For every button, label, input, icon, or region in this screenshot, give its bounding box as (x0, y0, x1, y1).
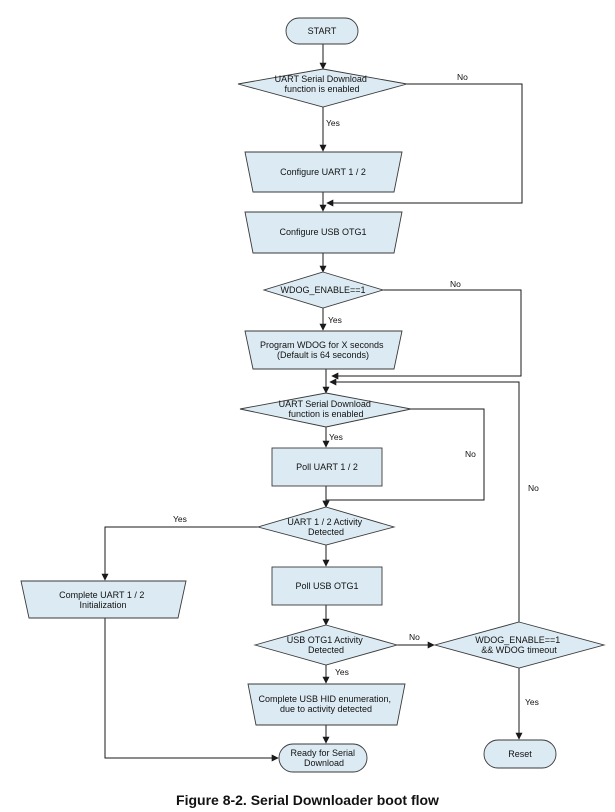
edge-label-yes-uart-enabled-2: Yes (329, 432, 343, 442)
svg-text:Complete UART 1 / 2 Init: Complete UART 1 / 2 Initialization (59, 590, 147, 610)
node-complete-uart-line-2: Initialization (79, 600, 126, 610)
connectors (101, 44, 523, 762)
node-wdog-timeout-line-1: WDOG_ENABLE==1 (475, 635, 560, 645)
node-uart-enabled-1: UART Serial Download function is enabled (237, 68, 408, 108)
node-complete-uart: Complete UART 1 / 2 Initialization (20, 580, 187, 619)
node-program-wdog-line-2: (Default is 64 seconds) (277, 350, 369, 360)
node-poll-uart: Poll UART 1 / 2 (271, 447, 383, 487)
svg-text:USB OTG1 Activity Detect: USB OTG1 Activity Detected (287, 635, 366, 655)
node-usb-activity-line-2: Detected (308, 645, 344, 655)
edge-uart-enabled-1-no (326, 83, 523, 207)
edge-uart-activity-yes (101, 526, 258, 581)
node-ready: Ready for Serial Download (278, 743, 368, 773)
node-uart-enabled-2: UART Serial Download function is enabled (239, 392, 412, 428)
node-uart-enabled-1-line-1: UART Serial Download (275, 74, 367, 84)
node-configure-uart: Configure UART 1 / 2 (244, 151, 403, 193)
node-wdog-enable-label: WDOG_ENABLE==1 (280, 285, 365, 295)
node-start: START (285, 17, 359, 45)
svg-text:Program WDOG for X seconds: Program WDOG for X seconds (Default is 6… (260, 340, 386, 360)
node-ready-line-2: Download (304, 758, 344, 768)
node-usb-activity-line-1: USB OTG1 Activity (287, 635, 364, 645)
edge-labels: No Yes No Yes Yes No No Yes No Yes Yes (173, 72, 539, 707)
edge-label-yes-uart-enabled-1: Yes (326, 118, 340, 128)
svg-text:UART Serial Download fun: UART Serial Download function is enabled (279, 399, 374, 419)
node-complete-uart-line-1: Complete UART 1 / 2 (59, 590, 144, 600)
node-uart-activity: UART 1 / 2 Activity Detected (256, 506, 396, 546)
svg-text:UART 1 / 2 Activity Dete: UART 1 / 2 Activity Detected (287, 517, 364, 537)
node-wdog-timeout-line-2: && WDOG timeout (481, 645, 557, 655)
node-complete-usb: Complete USB HID enumeration, due to act… (247, 683, 406, 726)
edge-label-no-wdog-enable: No (450, 279, 461, 289)
node-reset: Reset (483, 739, 557, 769)
node-reset-label: Reset (508, 749, 532, 759)
edge-label-no-usb-activity: No (409, 632, 420, 642)
edge-label-yes-wdog-timeout: Yes (525, 697, 539, 707)
edge-label-no-uart-enabled-1: No (457, 72, 468, 82)
edge-complete-uart-to-ready (104, 618, 279, 762)
node-uart-enabled-2-line-2: function is enabled (288, 409, 363, 419)
node-wdog-timeout: WDOG_ENABLE==1 && WDOG timeout (433, 621, 606, 669)
node-uart-enabled-2-line-1: UART Serial Download (279, 399, 371, 409)
node-uart-activity-line-2: Detected (308, 527, 344, 537)
node-usb-activity: USB OTG1 Activity Detected (253, 624, 399, 666)
node-complete-usb-line-2: due to activity detected (280, 704, 372, 714)
edge-wdog-timeout-no (329, 378, 520, 622)
node-configure-usb-label: Configure USB OTG1 (279, 227, 366, 237)
node-poll-uart-label: Poll UART 1 / 2 (296, 462, 358, 472)
node-poll-usb-label: Poll USB OTG1 (295, 581, 358, 591)
node-program-wdog: Program WDOG for X seconds (Default is 6… (244, 330, 403, 370)
edge-label-yes-uart-activity: Yes (173, 514, 187, 524)
edge-label-no-uart-enabled-2: No (465, 449, 476, 459)
node-configure-usb: Configure USB OTG1 (244, 211, 403, 254)
svg-text:WDOG_ENABLE==1 && WDOG t: WDOG_ENABLE==1 && WDOG timeout (475, 635, 563, 655)
node-uart-enabled-1-line-2: function is enabled (284, 84, 359, 94)
svg-text:Complete USB HID enumeration,: Complete USB HID enumeration, due to act… (258, 694, 393, 714)
edge-wdog-enable-no (331, 289, 522, 380)
edge-label-no-wdog-timeout-loop: No (528, 483, 539, 493)
node-start-label: START (308, 26, 337, 36)
svg-text:UART Serial Download fun: UART Serial Download function is enabled (275, 74, 370, 94)
svg-text:Ready for Serial Downloa: Ready for Serial Download (290, 748, 357, 768)
figure-caption: Figure 8-2. Serial Downloader boot flow (176, 792, 439, 808)
node-wdog-enable: WDOG_ENABLE==1 (262, 271, 385, 309)
node-program-wdog-line-1: Program WDOG for X seconds (260, 340, 384, 350)
node-complete-usb-line-1: Complete USB HID enumeration, (258, 694, 391, 704)
node-uart-activity-line-1: UART 1 / 2 Activity (287, 517, 362, 527)
boot-flow-diagram: START UART Serial Download function is e… (20, 17, 606, 773)
edge-label-yes-usb-activity: Yes (335, 667, 349, 677)
node-configure-uart-label: Configure UART 1 / 2 (280, 167, 366, 177)
node-poll-usb: Poll USB OTG1 (271, 566, 383, 606)
node-ready-line-1: Ready for Serial (290, 748, 355, 758)
edge-label-yes-wdog-enable: Yes (328, 315, 342, 325)
